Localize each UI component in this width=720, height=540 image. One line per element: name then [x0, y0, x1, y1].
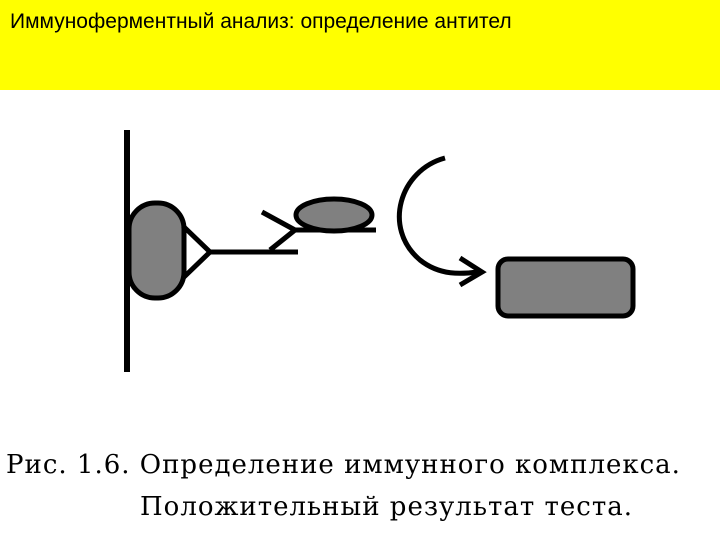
reaction-arrow-curve	[396, 155, 479, 276]
title-bar: Иммуноферментный анализ: определение ант…	[0, 0, 720, 90]
antibody-binding-fork	[181, 224, 214, 280]
enzyme-label	[293, 196, 375, 234]
slide-title: Иммуноферментный анализ: определение ант…	[10, 10, 512, 33]
caption-line-1: Рис. 1.6. Определение иммунного комплекс…	[6, 450, 681, 480]
secondary-antibody-stem	[268, 228, 297, 252]
elisa-diagram	[124, 130, 636, 372]
reaction-product	[495, 256, 636, 319]
immobilized-antigen	[126, 200, 187, 301]
caption-line-2: Положительный результат теста.	[140, 492, 633, 522]
reaction-arrow-head	[458, 255, 487, 288]
secondary-antibody-arm	[260, 209, 297, 233]
